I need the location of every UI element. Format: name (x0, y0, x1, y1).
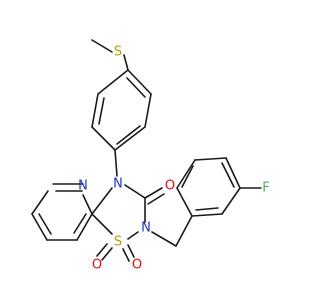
bond (73, 213, 87, 234)
bond (191, 213, 223, 217)
nitrogen-label: N (141, 221, 151, 236)
bond (114, 126, 146, 151)
bond (127, 69, 152, 95)
bond (122, 248, 130, 262)
bond (82, 194, 93, 215)
bond (144, 187, 163, 199)
bond (98, 97, 105, 125)
bond (91, 39, 113, 53)
bond (31, 190, 49, 215)
bond (126, 77, 146, 98)
sulfur-label: S (114, 45, 122, 60)
bond (221, 162, 235, 188)
bond (195, 207, 219, 211)
bond (176, 159, 196, 189)
bond (91, 126, 116, 151)
bonds (31, 39, 262, 262)
bond (123, 54, 129, 71)
atom-labels: S N N O F N S O O (78, 45, 270, 273)
bond (144, 93, 152, 128)
bond (221, 187, 241, 215)
bond (175, 215, 193, 247)
bond (176, 187, 193, 217)
bond (97, 69, 129, 95)
sulfur-label: S (114, 235, 122, 250)
nitrogen-label: N (113, 177, 123, 192)
bond (91, 93, 99, 128)
bond (114, 149, 118, 177)
nitrogen-label: N (78, 179, 88, 194)
bond (38, 213, 52, 235)
bond (225, 157, 241, 189)
bond (96, 243, 108, 257)
bond (151, 231, 177, 247)
oxygen-label: O (165, 179, 175, 194)
oxygen-label: O (132, 258, 142, 273)
bond (194, 157, 227, 161)
bond (116, 125, 141, 145)
bond (91, 187, 113, 215)
bond (124, 184, 146, 199)
bond (91, 213, 113, 235)
bond (76, 213, 93, 241)
bond (127, 244, 135, 258)
bond (127, 231, 139, 240)
bond (31, 213, 48, 241)
bond (101, 247, 113, 261)
bond (181, 165, 194, 188)
bond (147, 193, 165, 205)
molecule-structure: S N N O F N S O O (31, 39, 270, 273)
fluorine-label: F (262, 181, 269, 196)
oxygen-label: O (92, 258, 102, 273)
